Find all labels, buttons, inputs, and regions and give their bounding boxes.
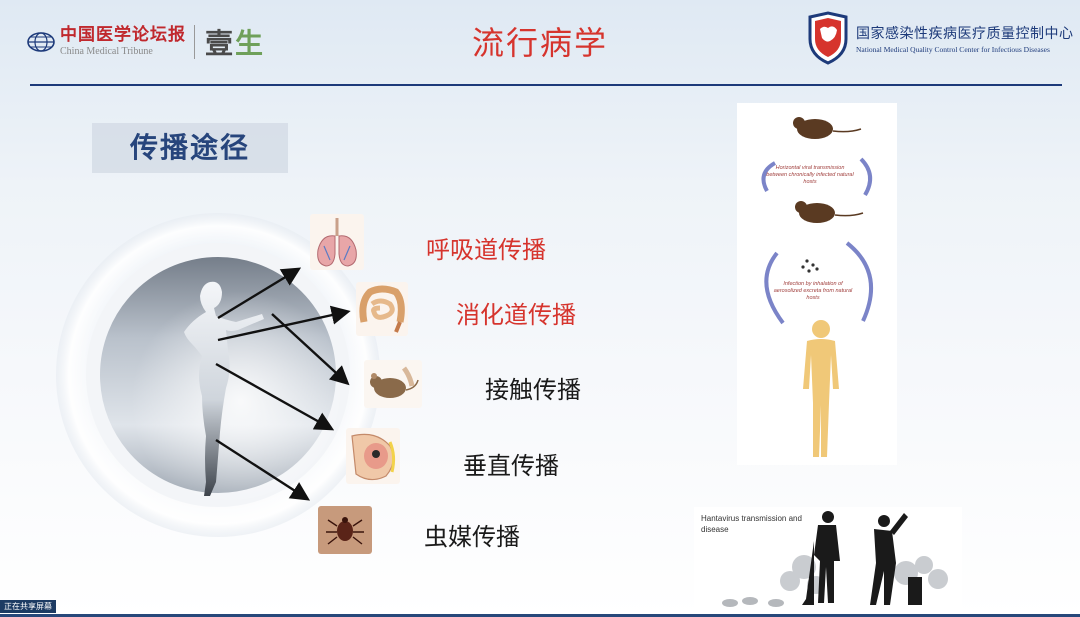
cycle-arrow-lower-left bbox=[764, 251, 785, 325]
sweeping-man-icon bbox=[802, 511, 840, 605]
transmission-figure bbox=[56, 213, 380, 537]
woman-silhouette bbox=[184, 281, 264, 496]
cycle-arrow-lower-right bbox=[845, 241, 873, 322]
rodent-top-icon bbox=[793, 117, 862, 139]
transmission-cycle-diagram bbox=[761, 117, 873, 457]
section-label-background bbox=[92, 123, 288, 173]
bottom-bar bbox=[0, 614, 1080, 617]
slide-title: 流行病学 bbox=[471, 24, 608, 62]
nmqc-logo-cn: 国家感染性疾病医疗质量控制中心 bbox=[856, 25, 1074, 42]
cycle-arrow-left bbox=[761, 161, 777, 192]
disc-glow bbox=[120, 280, 340, 500]
nmqc-logo: 国家感染性疾病医疗质量控制中心 National Medical Quality… bbox=[806, 11, 1074, 65]
section-label: 传播途径 bbox=[129, 131, 250, 164]
rodent-group-icon bbox=[722, 597, 784, 607]
horizontal-transmission-caption: Horizontal viral transmission between ch… bbox=[766, 165, 854, 186]
hantavirus-illustration bbox=[722, 511, 948, 607]
globe-icon bbox=[27, 32, 55, 52]
arrow-vector bbox=[215, 438, 311, 501]
tick-icon bbox=[318, 506, 372, 554]
rodent-middle-icon bbox=[795, 201, 864, 223]
route-label-vector: 虫媒传播 bbox=[424, 523, 520, 551]
intestine-icon bbox=[356, 282, 408, 336]
screen-share-indicator[interactable]: 正在共享屏幕 bbox=[0, 600, 56, 613]
cmt-logo-cn: 中国医学论坛报 bbox=[60, 25, 186, 45]
cmt-logo-en: China Medical Tribune bbox=[60, 46, 153, 57]
cmt-logo: 中国医学论坛报 China Medical Tribune 壹生 bbox=[26, 22, 265, 62]
inhalation-caption: Infection by inhalation of aerosolized e… bbox=[773, 281, 853, 302]
arrow-respiratory bbox=[217, 267, 302, 320]
rodent-icon bbox=[364, 360, 422, 408]
route-label-contact: 接触传播 bbox=[485, 376, 581, 404]
nmqc-logo-en: National Medical Quality Control Center … bbox=[856, 44, 1050, 54]
fetus-icon bbox=[346, 428, 400, 484]
shield-emblem-icon bbox=[808, 11, 848, 65]
dust-cloud bbox=[780, 555, 948, 594]
yisheng-logo: 壹生 bbox=[205, 27, 266, 60]
lungs-icon bbox=[310, 214, 364, 270]
arrow-digestive bbox=[217, 305, 351, 342]
route-label-respiratory: 呼吸道传播 bbox=[426, 236, 546, 264]
cycle-arrow-right bbox=[859, 157, 873, 197]
header-divider bbox=[30, 84, 1062, 86]
human-figure-icon bbox=[803, 320, 839, 457]
logo-divider bbox=[194, 25, 195, 59]
arrow-contact bbox=[271, 313, 350, 386]
route-label-vertical: 垂直传播 bbox=[463, 452, 559, 480]
chopping-man-icon bbox=[870, 513, 922, 605]
arrow-vertical bbox=[215, 362, 335, 431]
aerosol-particles-icon bbox=[801, 259, 819, 273]
route-label-digestive: 消化道传播 bbox=[456, 301, 576, 329]
hantavirus-caption: Hantavirus transmission and disease bbox=[701, 514, 802, 534]
